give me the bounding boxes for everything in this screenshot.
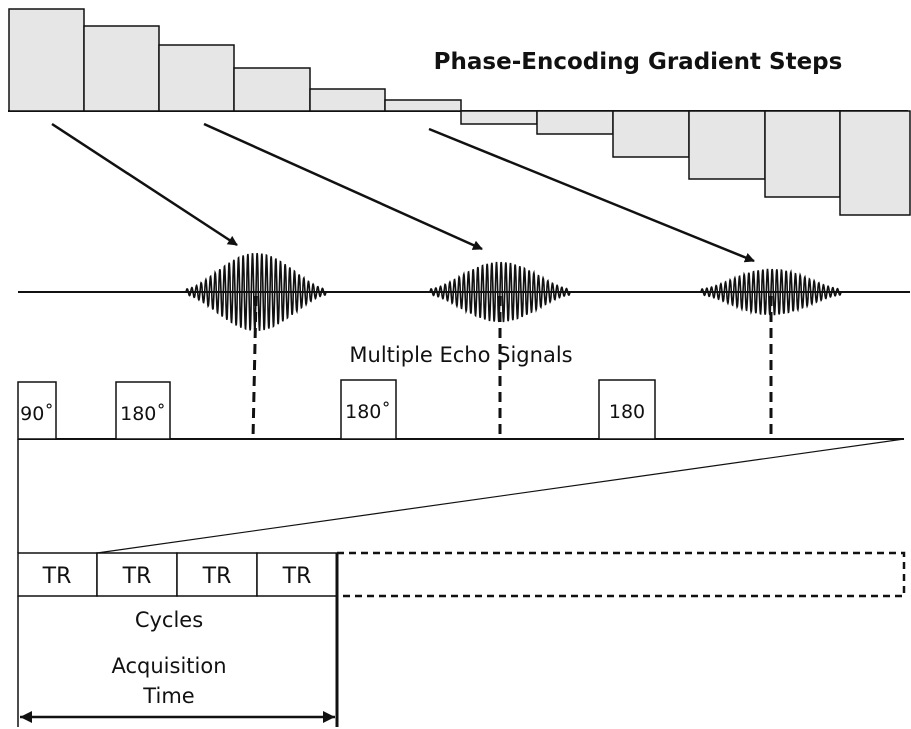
gradient-step-11 bbox=[764, 110, 841, 198]
pulse-90-label: 90˚ bbox=[20, 403, 54, 425]
pulse-180-1 bbox=[115, 381, 171, 440]
pulse-180-2-label: 180˚ bbox=[345, 401, 391, 423]
expansion-right bbox=[96, 438, 905, 554]
echo-signal-3 bbox=[700, 268, 842, 316]
tr-box-4 bbox=[256, 552, 338, 597]
gradient-step-1 bbox=[8, 8, 85, 112]
pulse-90 bbox=[17, 381, 57, 440]
diagram-title: Phase-Encoding Gradient Steps bbox=[434, 49, 843, 75]
arrow-to-echo-1 bbox=[51, 122, 238, 247]
gradient-step-7 bbox=[460, 110, 538, 125]
tr-label-4: TR bbox=[282, 564, 312, 589]
gradient-step-5 bbox=[309, 88, 386, 112]
tr-label-3: TR bbox=[202, 564, 232, 589]
acquisition-label-2: Time bbox=[142, 684, 194, 708]
rf-pulses: 90˚ 180˚ 180˚ 180 bbox=[17, 379, 656, 440]
echo-dash-1 bbox=[251, 295, 258, 440]
gradient-step-2 bbox=[83, 25, 160, 112]
gradient-step-4 bbox=[233, 67, 311, 112]
tr-cycles: TR TR TR TR bbox=[17, 551, 906, 598]
pulse-180-1-label: 180˚ bbox=[120, 403, 166, 425]
arrow-to-echo-3 bbox=[428, 127, 755, 263]
gradient-steps bbox=[8, 8, 911, 216]
acquisition-label-1: Acquisition bbox=[111, 654, 226, 678]
gradient-step-8 bbox=[536, 110, 614, 135]
tr-remaining-dashed bbox=[335, 551, 906, 598]
pulse-180-2 bbox=[340, 379, 397, 440]
gradient-step-6 bbox=[384, 99, 462, 112]
gradient-step-9 bbox=[612, 110, 690, 158]
gradient-step-3 bbox=[158, 44, 235, 112]
pulse-180-3 bbox=[598, 379, 656, 440]
gradient-step-12 bbox=[839, 110, 911, 216]
pulse-180-3-label: 180 bbox=[609, 401, 645, 423]
gradient-step-10 bbox=[688, 110, 766, 180]
echo-dashed-markers bbox=[251, 295, 773, 440]
echo-signal-2 bbox=[429, 261, 571, 323]
tr-box-2 bbox=[96, 552, 178, 597]
arrow-to-echo-2 bbox=[203, 122, 483, 251]
tr-box-3 bbox=[176, 552, 258, 597]
gradient-to-echo-arrows bbox=[51, 122, 755, 263]
echo-signals-label: Multiple Echo Signals bbox=[349, 343, 572, 367]
echo-signal-1 bbox=[185, 252, 327, 332]
tr-label-1: TR bbox=[42, 564, 72, 589]
tr-label-2: TR bbox=[122, 564, 152, 589]
tr-box-1 bbox=[17, 552, 98, 597]
cycles-label: Cycles bbox=[135, 608, 203, 632]
